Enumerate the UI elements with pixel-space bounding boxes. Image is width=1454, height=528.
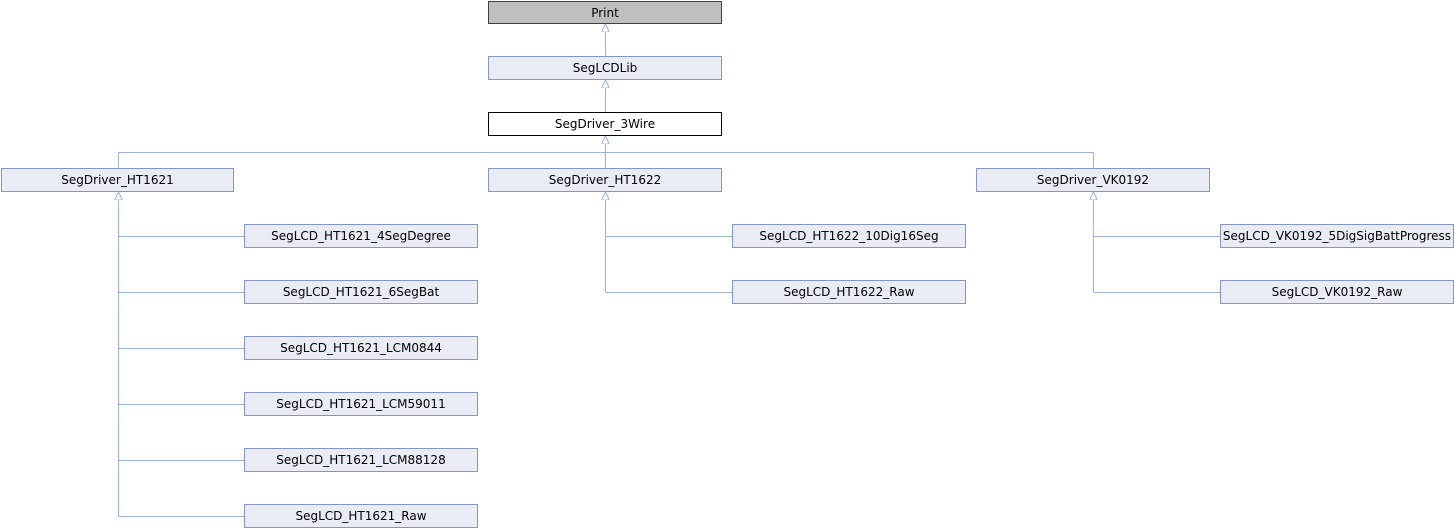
class-node-seglcd-vk0192-5digsigbattprogress[interactable]: SegLCD_VK0192_5DigSigBattProgress	[1220, 224, 1454, 248]
class-node-seglcd-ht1621-lcm59011[interactable]: SegLCD_HT1621_LCM59011	[244, 392, 478, 416]
class-node-seglcd-ht1621-lcm0844[interactable]: SegLCD_HT1621_LCM0844	[244, 336, 478, 360]
class-node-seglcd-ht1621-lcm88128[interactable]: SegLCD_HT1621_LCM88128	[244, 448, 478, 472]
class-node-segdriver-vk0192[interactable]: SegDriver_VK0192	[976, 168, 1210, 192]
class-node-seglcd-ht1622-10dig16seg[interactable]: SegLCD_HT1622_10Dig16Seg	[732, 224, 966, 248]
class-node-segdriver-ht1622[interactable]: SegDriver_HT1622	[488, 168, 722, 192]
class-node-seglcd-ht1621-4segdegree[interactable]: SegLCD_HT1621_4SegDegree	[244, 224, 478, 248]
class-node-seglcd-ht1622-raw[interactable]: SegLCD_HT1622_Raw	[732, 280, 966, 304]
edge-3wire-ht1621	[118, 152, 606, 168]
class-node-seglcd-ht1621-6segbat[interactable]: SegLCD_HT1621_6SegBat	[244, 280, 478, 304]
class-node-seglcdlib[interactable]: SegLCDLib	[488, 56, 722, 80]
edge-3wire-vk0192	[605, 152, 1094, 168]
class-node-print: Print	[488, 1, 722, 24]
class-node-seglcd-vk0192-raw[interactable]: SegLCD_VK0192_Raw	[1220, 280, 1454, 304]
class-node-segdriver-3wire: SegDriver_3Wire	[488, 112, 722, 136]
class-node-segdriver-ht1621[interactable]: SegDriver_HT1621	[1, 168, 234, 192]
class-node-seglcd-ht1621-raw[interactable]: SegLCD_HT1621_Raw	[244, 504, 478, 528]
